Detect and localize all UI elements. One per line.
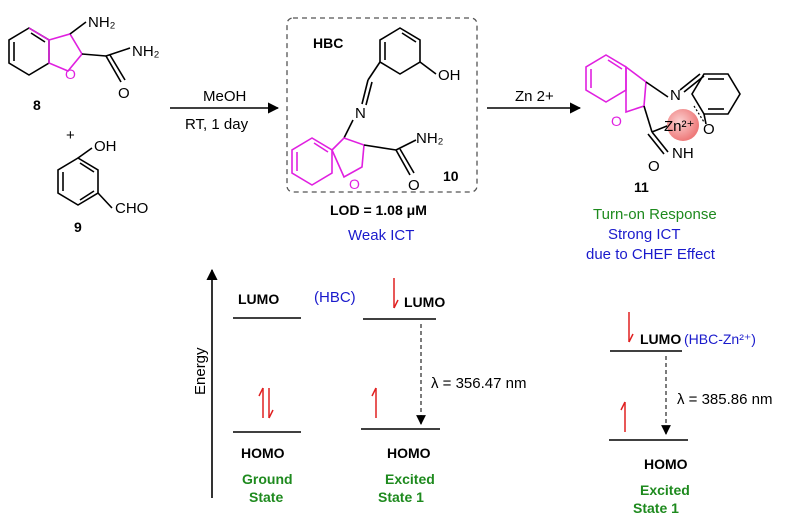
complex-homo-label: HOMO	[644, 456, 688, 472]
compound-9-label: 9	[74, 219, 82, 235]
chef-effect-label: due to CHEF Effect	[586, 246, 716, 263]
hbc-name: HBC	[313, 35, 343, 51]
compound-8-ring-oxygen: O	[65, 66, 76, 82]
step1-conditions: RT, 1 day	[185, 116, 249, 133]
energy-axis-label: Energy	[192, 347, 209, 395]
lambda-2: λ = 385.86 nm	[677, 391, 772, 408]
complex-state-line1: Excited	[640, 482, 690, 498]
ground-electron-pair	[258, 387, 274, 419]
complex-11-structure	[585, 54, 741, 155]
strong-ict-label: Strong ICT	[608, 226, 681, 243]
ground-homo-label: HOMO	[241, 445, 285, 461]
excited1-lumo-electron	[393, 278, 399, 309]
hbc-carbonyl-oxygen: O	[408, 177, 420, 194]
excited1-lumo-label: LUMO	[404, 294, 445, 310]
compound-8-amide-nh2: NH₂	[132, 43, 160, 60]
hbc-ring-oxygen: O	[349, 176, 360, 192]
complex-state-line2: State 1	[633, 500, 679, 516]
compound-8-amine: NH₂	[88, 14, 116, 31]
complex-homo-electron	[620, 401, 626, 432]
hbc-hydroxyl: OH	[438, 67, 461, 84]
complex-lumo-electron	[628, 312, 634, 343]
hbc-structure	[291, 27, 437, 186]
complex-carbonyl-oxygen: O	[648, 158, 660, 175]
lambda-1: λ = 356.47 nm	[431, 375, 526, 392]
step1-reagent: MeOH	[203, 88, 246, 105]
complex-tag: (HBC-Zn²⁺)	[684, 331, 756, 347]
complex-imine-nitrogen: N	[670, 87, 681, 104]
ground-state-line2: State	[249, 489, 283, 505]
complex-lumo-label: LUMO	[640, 331, 681, 347]
compound-10-label: 10	[443, 168, 459, 184]
zinc-sphere	[667, 109, 699, 141]
compound-8-label: 8	[33, 97, 41, 113]
complex-phenoxide-oxygen: O	[703, 121, 715, 138]
plus-sign: +	[66, 127, 75, 144]
hbc-tag: (HBC)	[314, 289, 356, 306]
complex-ring-oxygen: O	[611, 113, 622, 129]
compound-8-carbonyl-oxygen: O	[118, 85, 130, 102]
turn-on-response-label: Turn-on Response	[593, 206, 717, 223]
ground-lumo-label: LUMO	[238, 291, 279, 307]
hbc-amide-nh2: NH₂	[416, 130, 444, 147]
excited1-homo-label: HOMO	[387, 445, 431, 461]
lod-value: LOD = 1.08 μM	[330, 202, 427, 218]
compound-9-structure	[57, 147, 113, 209]
hbc-imine-nitrogen: N	[355, 105, 366, 122]
step2-reagent: Zn 2+	[515, 88, 554, 105]
excited1-state-line2: State 1	[378, 489, 424, 505]
weak-ict-label: Weak ICT	[348, 227, 414, 244]
compound-9-aldehyde: CHO	[115, 200, 148, 217]
complex-zinc-ion: Zn²⁺	[664, 118, 694, 135]
ground-state-line1: Ground	[242, 471, 293, 487]
complex-amide-nh: NH	[672, 145, 694, 162]
compound-11-label: 11	[634, 179, 649, 195]
excited1-state-line1: Excited	[385, 471, 435, 487]
excited1-homo-electron	[371, 387, 377, 418]
compound-9-hydroxyl: OH	[94, 138, 117, 155]
compound-8-structure	[8, 21, 131, 83]
